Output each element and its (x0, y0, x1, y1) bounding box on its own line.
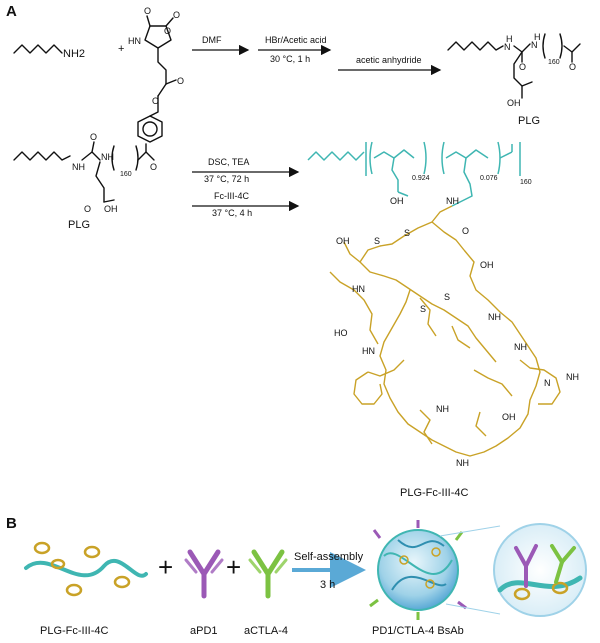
step4-reagent: DSC, TEA (208, 157, 249, 167)
nca-o-ring: O (164, 26, 171, 36)
fc-iii-4c-peptide: OH NH O S S OH HN HO S S NH NH HN N NH N… (329, 196, 579, 468)
plg-h1: H (506, 34, 513, 44)
bsab-nanoparticle (369, 520, 467, 620)
pep-oh-2: OH (480, 260, 494, 270)
plg-fc-product-name: PLG-Fc-III-4C (400, 487, 469, 499)
plg2-o1: O (90, 132, 97, 142)
nca-o-top: O (144, 6, 151, 16)
plus-sign-b2: + (226, 552, 241, 582)
plg-oh: OH (507, 98, 521, 108)
plg-fc-iii-4c-cartoon (24, 541, 148, 597)
pep-nh-4: NH (436, 404, 449, 414)
pep-nh-imid: NH (566, 372, 579, 382)
label-apd1: aPD1 (190, 625, 218, 637)
fraction-0076: 0.076 (480, 175, 498, 182)
zoom-line-bottom (445, 603, 501, 615)
pep-s-3: S (420, 304, 426, 314)
ester-o-link: O (152, 96, 159, 106)
plg-n1: N (504, 42, 511, 52)
plg-o-a: O (519, 62, 526, 72)
pep-hn-1: HN (352, 284, 365, 294)
actla4-antibody (248, 549, 288, 599)
plg-subscript: 160 (548, 59, 560, 66)
pep-nh-1: NH (446, 196, 459, 206)
pep-nh-3: NH (514, 342, 527, 352)
nca-monomer-structure: O O O HN O O (128, 6, 184, 143)
pep-ho: HO (334, 328, 348, 338)
plg2-nh-a: NH (72, 162, 85, 172)
nca-hn: HN (128, 36, 141, 46)
plg-h2: H (534, 32, 541, 42)
plg2-o3: O (84, 204, 91, 214)
pep-oh-1: OH (336, 236, 350, 246)
plg-o-b: O (569, 62, 576, 72)
plg2-subscript: 160 (120, 171, 132, 178)
label-plg-fc-iii-4c: PLG-Fc-III-4C (40, 625, 109, 637)
pep-hn-2: HN (362, 346, 375, 356)
self-assembly-time: 3 h (320, 579, 335, 591)
backbone-oh: OH (390, 196, 404, 206)
pep-o-1: O (462, 226, 469, 236)
panel-a-label: A (6, 3, 17, 20)
pep-n: N (544, 378, 551, 388)
pep-s-1: S (374, 236, 380, 246)
pep-s-2: S (404, 228, 410, 238)
step2-conditions: 30 °C, 1 h (270, 54, 310, 64)
plus-sign-b1: + (158, 552, 173, 582)
pep-s-4: S (444, 292, 450, 302)
fraction-subscript: 160 (520, 179, 532, 186)
step5-reagent: Fc-III-4C (214, 191, 249, 201)
pep-nh-5: NH (456, 458, 469, 468)
ester-o-carbonyl: O (177, 76, 184, 86)
label-actla4: aCTLA-4 (244, 625, 288, 637)
plg2-oh: OH (104, 204, 118, 214)
step3-reagent: acetic anhydride (356, 55, 422, 65)
self-assembly-label: Self-assembly (294, 551, 364, 563)
pep-nh-2: NH (488, 312, 501, 322)
plg-product-structure: N H O N H 160 O OH PLG (447, 32, 581, 127)
plus-sign-1: + (118, 43, 124, 55)
plg-reactant-name: PLG (68, 219, 90, 231)
pep-oh-3: OH (502, 412, 516, 422)
nca-o-right: O (173, 10, 180, 20)
apd1-antibody (184, 549, 224, 599)
plg2-o2: O (150, 162, 157, 172)
plg2-nh-b: NH (101, 152, 114, 162)
step5-conditions: 37 °C, 4 h (212, 208, 252, 218)
step2-reagent: HBr/Acetic acid (265, 35, 327, 45)
zoom-inset (493, 523, 587, 617)
fraction-0924: 0.924 (412, 175, 430, 182)
label-bsab: PD1/CTLA-4 BsAb (372, 625, 464, 637)
plg-fc-backbone: 0.924 0.076 160 OH (307, 141, 532, 207)
plg-reactant-structure: NH O NH 160 O O OH PLG (13, 132, 157, 231)
zoom-line-top (439, 525, 501, 537)
panel-b-label: B (6, 515, 17, 532)
hexylamine-structure: NH2 (13, 44, 85, 60)
amine-label: NH2 (63, 48, 85, 60)
plg-product-name: PLG (518, 115, 540, 127)
plg-n2: N (531, 40, 538, 50)
step1-reagent: DMF (202, 35, 222, 45)
step4-conditions: 37 °C, 72 h (204, 174, 249, 184)
